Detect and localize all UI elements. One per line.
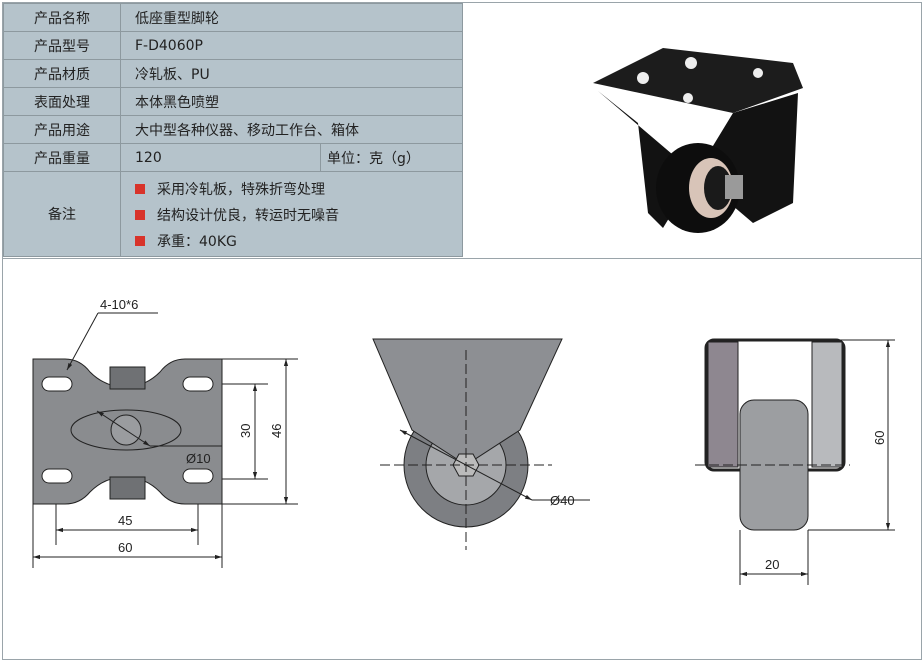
note-item: 承重：40KG bbox=[135, 228, 462, 254]
label-notes: 备注 bbox=[3, 171, 121, 257]
notes-list: 采用冷轧板，特殊折弯处理 结构设计优良，转运时无噪音 承重：40KG bbox=[120, 171, 463, 257]
value-model: F-D4060P bbox=[120, 31, 463, 60]
label-name: 产品名称 bbox=[3, 3, 121, 32]
side-view bbox=[695, 338, 895, 585]
section-divider bbox=[2, 258, 921, 259]
holes-label: 4-10*6 bbox=[100, 297, 138, 312]
label-material: 产品材质 bbox=[3, 59, 121, 88]
label-usage: 产品用途 bbox=[3, 115, 121, 144]
dim-46: 46 bbox=[269, 424, 284, 438]
dim-height-60: 60 bbox=[872, 431, 887, 445]
bolt-dia-label: Ø10 bbox=[186, 451, 211, 466]
value-weight: 120 bbox=[120, 143, 321, 172]
bullet-icon bbox=[135, 184, 145, 194]
dim-width-20: 20 bbox=[765, 557, 779, 572]
dim-30: 30 bbox=[238, 424, 253, 438]
front-view bbox=[372, 338, 590, 550]
top-view bbox=[32, 312, 298, 568]
dim-45: 45 bbox=[118, 513, 132, 528]
value-usage: 大中型各种仪器、移动工作台、箱体 bbox=[120, 115, 463, 144]
label-model: 产品型号 bbox=[3, 31, 121, 60]
value-material: 冷轧板、PU bbox=[120, 59, 463, 88]
bullet-icon bbox=[135, 236, 145, 246]
technical-drawing: 4-10*6 Ø10 30 46 45 60 Ø40 60 20 bbox=[32, 297, 895, 585]
note-text: 结构设计优良，转运时无噪音 bbox=[157, 208, 339, 224]
bullet-icon bbox=[135, 210, 145, 220]
note-item: 结构设计优良，转运时无噪音 bbox=[135, 202, 462, 228]
note-text: 采用冷轧板，特殊折弯处理 bbox=[157, 182, 325, 198]
note-item: 采用冷轧板，特殊折弯处理 bbox=[135, 176, 462, 202]
wheel-dia-label: Ø40 bbox=[550, 493, 575, 508]
label-surface: 表面处理 bbox=[3, 87, 121, 116]
value-surface: 本体黑色喷塑 bbox=[120, 87, 463, 116]
caster-photo bbox=[593, 48, 803, 233]
label-weight: 产品重量 bbox=[3, 143, 121, 172]
value-name: 低座重型脚轮 bbox=[120, 3, 463, 32]
dim-60: 60 bbox=[118, 540, 132, 555]
note-text: 承重：40KG bbox=[157, 234, 237, 250]
weight-unit: 单位：克（g） bbox=[320, 143, 463, 172]
